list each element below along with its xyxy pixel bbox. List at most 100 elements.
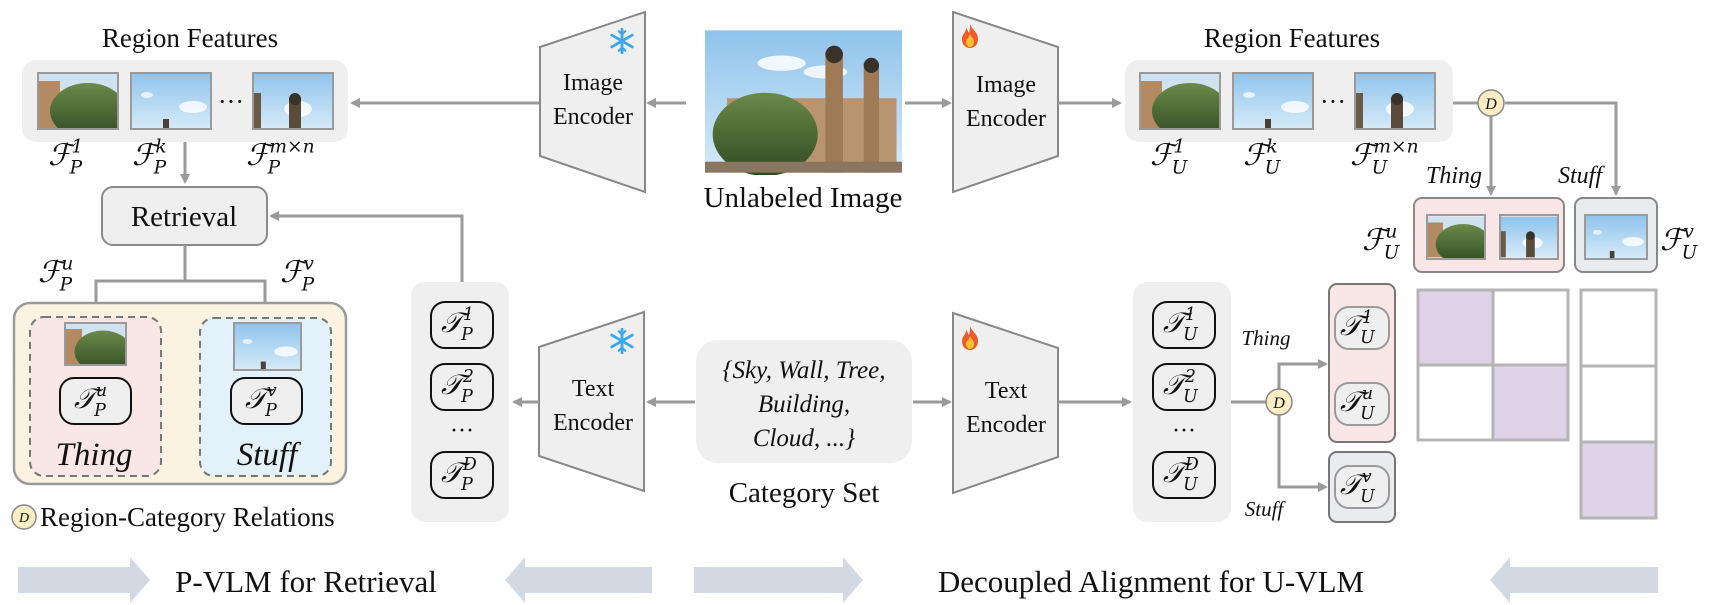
symbol-subscript: U (1360, 404, 1376, 424)
category-set-caption: Category Set (729, 477, 880, 509)
left-thing-patch (64, 322, 127, 366)
symbol-superscript: u (1385, 221, 1397, 242)
right-stuff-label-bottom: Stuff (1245, 497, 1287, 521)
text-encoder-trainable-line2: Encoder (966, 412, 1046, 438)
symbol-superscript: v (303, 253, 314, 274)
decouple-icon-top-letter: D (1484, 96, 1497, 113)
left-patch-mn (252, 72, 334, 130)
right-stuff-patch (1584, 214, 1648, 260)
symbol-superscript: v (1683, 221, 1694, 242)
footer-left-caption: P-VLM for Retrieval (175, 564, 437, 599)
image-encoder-trainable (952, 10, 1059, 194)
symbol-superscript: m×n (1373, 136, 1418, 157)
symbol-superscript: u (1362, 384, 1373, 404)
symbol-superscript: 1 (1185, 305, 1196, 325)
category-set-line-2: Building, (758, 391, 850, 418)
matrix-cell-empty (1491, 288, 1570, 367)
image-encoder-trainable-line1: Image (976, 72, 1036, 98)
arrow-decouple-to-stuff-features (1505, 101, 1621, 196)
matrix-cell-matched (1579, 440, 1658, 520)
footer-arrow-left-2 (1490, 557, 1658, 603)
right-patch-ellipsis: ··· (1320, 87, 1346, 116)
retrieval-label: Retrieval (131, 201, 237, 233)
symbol-subscript: P (59, 274, 73, 295)
right-region-features-title: Region Features (1204, 23, 1380, 53)
text-encoder-trainable (952, 311, 1059, 495)
symbol-subscript: P (264, 401, 277, 421)
symbol-subscript: U (1360, 487, 1376, 507)
symbol-superscript: 1 (463, 305, 474, 325)
thing-alignment-matrix (1416, 288, 1570, 442)
arrow-retrieval-to-thing (91, 245, 187, 318)
footer-arrow-right-2 (694, 557, 863, 603)
text-encoder-frozen-line1: Text (572, 376, 615, 402)
right-thing-patch-1 (1426, 214, 1486, 260)
arrow-decouple-to-thing-tokens (1277, 359, 1328, 389)
right-thing-label-bottom: Thing (1241, 326, 1290, 350)
left-text-token-ellipsis: ··· (450, 418, 474, 444)
text-encoder-trainable-line1: Text (985, 378, 1028, 404)
symbol-subscript: P (153, 157, 167, 178)
symbol-subscript: P (93, 401, 106, 421)
left-stuff-label: Stuff (237, 437, 301, 473)
right-thing-patch-2 (1499, 214, 1559, 260)
symbol-superscript: u (61, 253, 73, 274)
right-text-token-ellipsis: ··· (1172, 418, 1196, 444)
symbol-subscript: P (301, 274, 315, 295)
symbol-subscript: U (1682, 242, 1699, 263)
category-set-line-3: Cloud, ...} (753, 425, 855, 452)
symbol-subscript: P (267, 157, 281, 178)
right-thing-label-top: Thing (1426, 163, 1482, 189)
image-encoder-frozen-line2: Encoder (553, 104, 633, 130)
symbol-superscript: k (1266, 136, 1277, 157)
footer-arrow-right-1 (18, 557, 150, 603)
unlabeled-image-caption: Unlabeled Image (704, 182, 903, 214)
left-thing-label: Thing (55, 437, 132, 473)
image-encoder-trainable-line2: Encoder (966, 106, 1046, 132)
symbol-subscript: U (1183, 475, 1199, 495)
symbol-subscript: P (460, 475, 473, 495)
symbol-subscript: U (1183, 325, 1199, 345)
symbol-superscript: v (1362, 467, 1372, 487)
symbol-subscript: P (460, 387, 473, 407)
symbol-subscript: U (1265, 157, 1282, 178)
decouple-icon-bottom-letter: D (1272, 395, 1285, 412)
unlabeled-image (705, 30, 902, 175)
arrow-decouple-to-stuff-tokens (1277, 415, 1328, 492)
relation-legend-icon (11, 504, 37, 530)
decouple-icon-bottom (1265, 388, 1293, 416)
footer-arrow-left-1 (505, 557, 652, 603)
category-set-line-1: {Sky, Wall, Tree, (722, 357, 885, 384)
stuff-alignment-matrix (1579, 288, 1658, 520)
matrix-cell-matched (1416, 288, 1495, 367)
left-thing-token-box (59, 377, 132, 425)
right-stuff-label-top: Stuff (1558, 163, 1605, 189)
image-encoder-frozen-line1: Image (563, 70, 623, 96)
relation-legend-text: Region-Category Relations (40, 502, 335, 532)
left-stuff-token-box (230, 377, 303, 425)
arrow-text-tokens-to-retrieval (269, 211, 464, 282)
matrix-cell-empty (1579, 288, 1658, 368)
symbol-superscript: 1 (1362, 308, 1373, 328)
